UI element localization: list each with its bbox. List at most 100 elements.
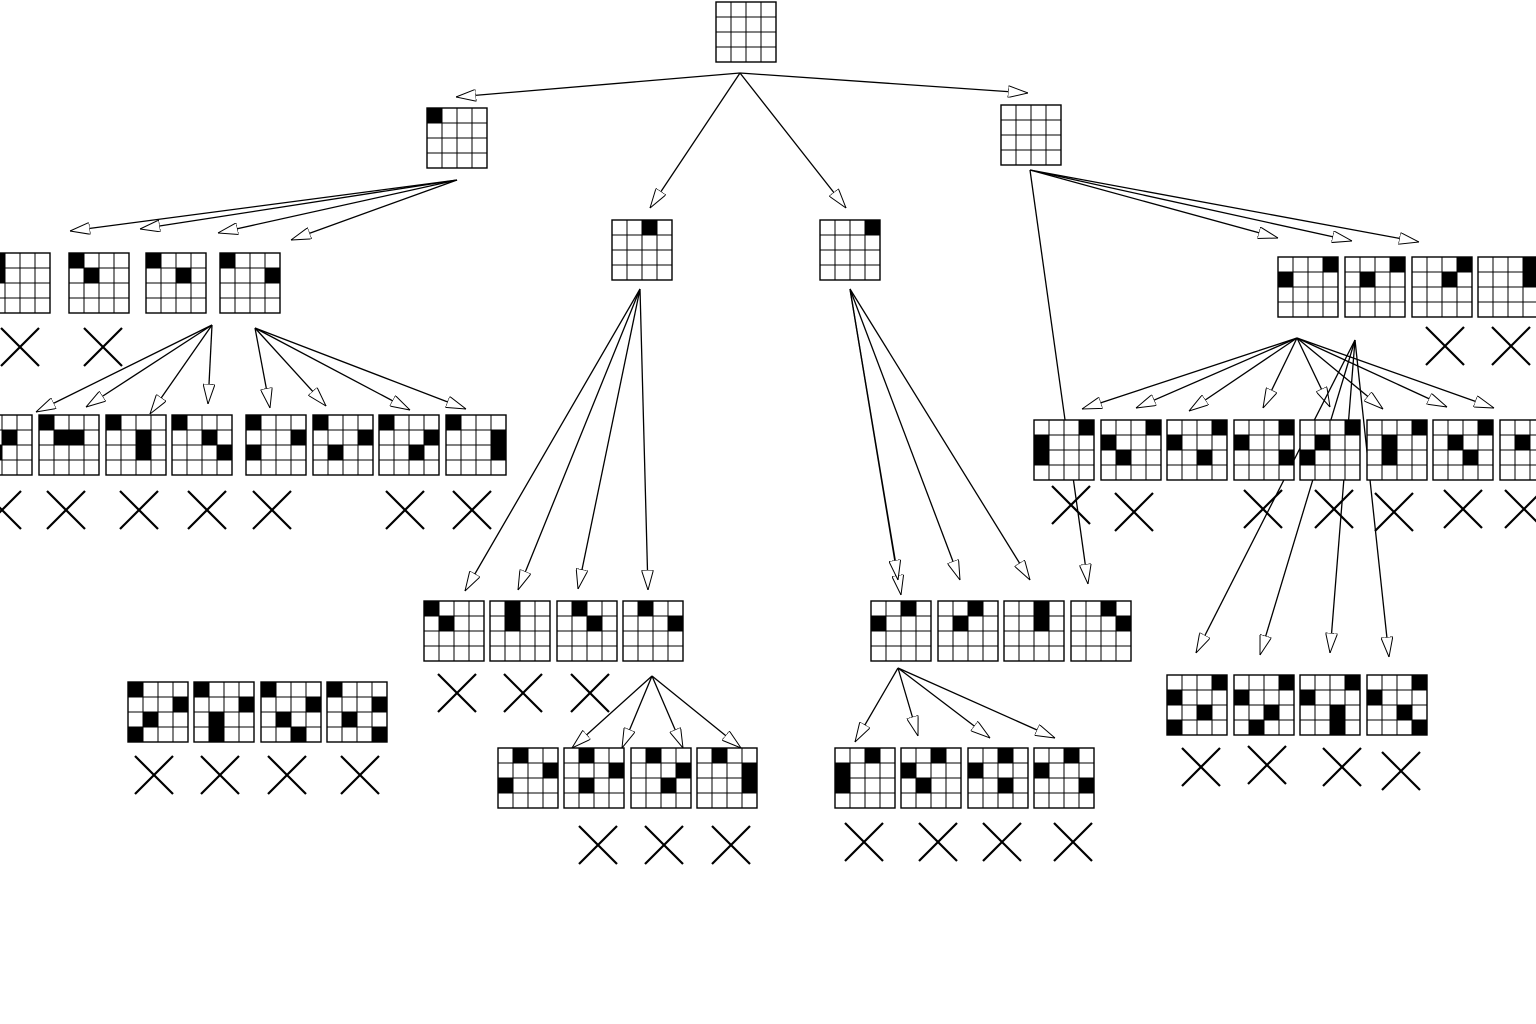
- queen-cell: [1279, 675, 1294, 690]
- edge-arrow: [70, 179, 458, 231]
- edge-arrow: [254, 327, 410, 410]
- queen-cell: [835, 763, 850, 778]
- queen-cell: [1197, 450, 1212, 465]
- board-n16: [1070, 600, 1132, 662]
- board-n22: [38, 414, 100, 476]
- cross-stroke: [644, 825, 684, 865]
- rejected-x-mark: [83, 327, 123, 367]
- rejected-x-mark: [46, 490, 86, 530]
- cross-stroke: [711, 825, 751, 865]
- cross-stroke: [340, 755, 380, 795]
- queen-cell: [379, 415, 394, 430]
- queen-cell: [638, 601, 653, 616]
- edge-arrow: [218, 179, 458, 233]
- rejected-x-mark: [644, 825, 684, 865]
- queen-cell: [1330, 720, 1345, 735]
- edge-arrow: [36, 324, 213, 412]
- queen-cell: [1197, 705, 1212, 720]
- queen-cell: [871, 616, 886, 631]
- queen-cell: [1264, 705, 1279, 720]
- board-n3: [819, 219, 881, 281]
- rejected-x-mark: [570, 673, 610, 713]
- cross-stroke: [1247, 745, 1287, 785]
- edge-arrow: [140, 179, 458, 229]
- queen-cell: [54, 430, 69, 445]
- edge-arrow: [897, 667, 919, 736]
- board-n14: [937, 600, 999, 662]
- queen-cell: [172, 415, 187, 430]
- edge-arrow: [578, 288, 641, 589]
- queen-cell: [1234, 435, 1249, 450]
- queen-cell: [742, 763, 757, 778]
- edge-arrow: [518, 288, 641, 590]
- cross-stroke: [578, 825, 618, 865]
- queen-cell: [69, 430, 84, 445]
- queen-cell: [1345, 420, 1360, 435]
- board-n33: [497, 747, 559, 809]
- queen-cell: [661, 778, 676, 793]
- edge-arrow: [1259, 339, 1356, 655]
- queen-cell: [1079, 420, 1094, 435]
- board-n11: [556, 600, 618, 662]
- queen-cell: [136, 445, 151, 460]
- edge-arrow: [1296, 337, 1383, 409]
- queen-cell: [372, 697, 387, 712]
- queen-cell: [953, 616, 968, 631]
- queen-cell: [1212, 420, 1227, 435]
- queen-cell: [220, 253, 235, 268]
- cross-stroke: [570, 673, 610, 713]
- rejected-x-mark: [1053, 822, 1093, 862]
- queen-cell: [742, 778, 757, 793]
- board-n41: [1033, 419, 1095, 481]
- queen-cell: [1278, 272, 1293, 287]
- queen-cell: [291, 430, 306, 445]
- board-n13: [870, 600, 932, 662]
- queen-cell: [1523, 257, 1536, 272]
- edge-arrow: [456, 72, 741, 97]
- edge-arrow: [651, 675, 741, 748]
- edge-arrow: [572, 675, 653, 748]
- rejected-x-mark: [0, 327, 40, 367]
- edge-arrow: [254, 327, 270, 408]
- rejected-x-mark: [711, 825, 751, 865]
- board-n23: [105, 414, 167, 476]
- rejected-x-mark: [0, 490, 22, 530]
- queen-cell: [427, 108, 442, 123]
- rejection-mark-layer: [0, 326, 1536, 865]
- queen-cell: [491, 430, 506, 445]
- queen-cell: [2, 430, 17, 445]
- queen-cell: [901, 601, 916, 616]
- queen-cell: [1463, 450, 1478, 465]
- queen-cell: [0, 253, 5, 268]
- cross-stroke: [1051, 485, 1091, 525]
- edge-arrow: [1263, 337, 1298, 408]
- queen-cell: [1412, 720, 1427, 735]
- board-n27: [378, 414, 440, 476]
- queen-cell: [424, 601, 439, 616]
- rejected-x-mark: [844, 822, 884, 862]
- edge-arrow: [849, 288, 1030, 580]
- rejected-x-mark: [578, 825, 618, 865]
- board-n15: [1003, 600, 1065, 662]
- queen-cell: [572, 601, 587, 616]
- board-n1: [426, 107, 488, 169]
- edge-arrow: [150, 324, 213, 414]
- queen-cell: [209, 712, 224, 727]
- queen-cell: [136, 430, 151, 445]
- board-n50: [1233, 674, 1295, 736]
- queen-cell: [505, 601, 520, 616]
- edge-arrow: [849, 288, 898, 580]
- queen-cell: [1116, 616, 1131, 631]
- edge-arrow: [254, 327, 466, 409]
- queen-cell: [69, 253, 84, 268]
- edge-arrow: [1354, 339, 1389, 657]
- queen-cell: [1442, 272, 1457, 287]
- queen-cell: [498, 778, 513, 793]
- rejected-x-mark: [267, 755, 307, 795]
- rejected-x-mark: [437, 673, 477, 713]
- cross-stroke: [452, 490, 492, 530]
- queen-cell: [209, 727, 224, 742]
- board-n48: [1499, 419, 1536, 481]
- queen-cell: [968, 763, 983, 778]
